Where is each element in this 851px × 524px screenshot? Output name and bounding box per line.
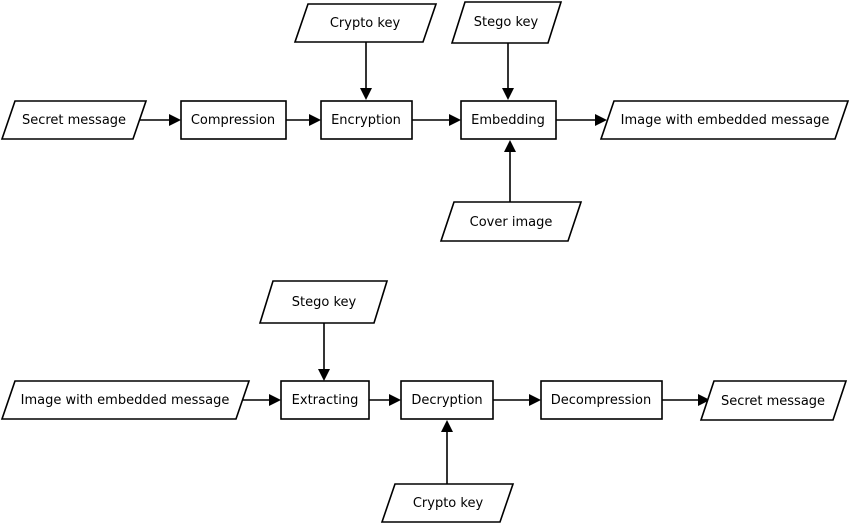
process-compression-label: Compression [191,113,275,128]
process-encryption-label: Encryption [331,113,401,128]
arrowhead [318,369,330,381]
arrowhead [595,114,607,126]
arrowhead [269,394,281,406]
process-decompression-label: Decompression [551,393,651,408]
process-embedding: Embedding [460,100,557,140]
encoding-edges [138,42,607,202]
input-secret-message: Secret message [0,100,148,140]
input-image-with-message-label: Image with embedded message [21,393,230,408]
input-stego-key-decode: Stego key [258,280,389,324]
arrowhead [698,394,710,406]
input-crypto-key-label: Crypto key [330,16,401,31]
input-secret-message-label: Secret message [22,113,126,128]
process-decryption: Decryption [400,380,494,420]
process-compression: Compression [180,100,287,140]
arrowhead [389,394,401,406]
process-extracting-label: Extracting [292,393,359,408]
process-embedding-label: Embedding [471,113,545,128]
input-crypto-key-decode-label: Crypto key [413,496,484,511]
encoding-pipeline: Secret message Compression Encryption Em… [0,1,850,242]
process-extracting: Extracting [280,380,370,420]
input-stego-key-label: Stego key [474,15,539,30]
arrowhead [449,114,461,126]
arrowhead [169,114,181,126]
arrowhead [529,394,541,406]
output-secret-message: Secret message [699,380,848,421]
input-crypto-key: Crypto key [293,3,438,43]
arrowhead [502,88,514,100]
input-cover-image: Cover image [439,201,583,242]
arrowhead [441,420,453,432]
output-image-with-message-label: Image with embedded message [621,113,830,128]
process-encryption: Encryption [320,100,413,140]
decoding-edges [236,323,710,484]
arrowhead [360,88,372,100]
output-image-with-message: Image with embedded message [599,100,850,140]
process-decryption-label: Decryption [411,393,482,408]
input-image-with-message: Image with embedded message [0,380,251,420]
arrowhead [504,140,516,152]
input-crypto-key-decode: Crypto key [380,483,515,523]
output-secret-message-label: Secret message [721,394,825,409]
decoding-pipeline: Image with embedded message Extracting D… [0,280,848,523]
process-decompression: Decompression [540,380,663,420]
arrowhead [309,114,321,126]
input-stego-key-decode-label: Stego key [292,295,357,310]
input-stego-key: Stego key [450,1,563,44]
input-cover-image-label: Cover image [470,215,553,230]
